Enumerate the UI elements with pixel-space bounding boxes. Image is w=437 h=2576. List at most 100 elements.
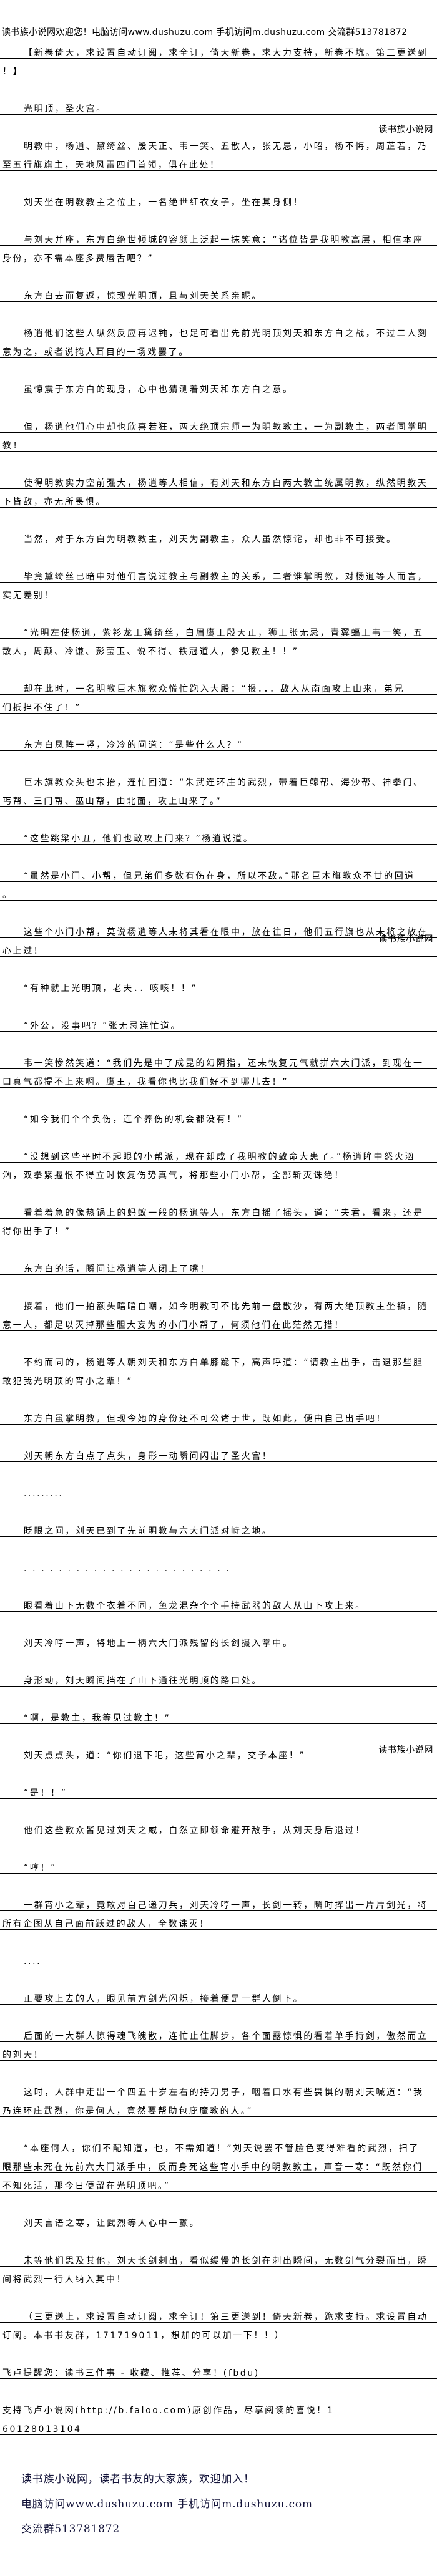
text-line-content: 得你出手了！” [2,1227,71,1237]
text-line-content: ！】 [2,67,24,77]
paragraph: . . . . . . . . . . . . . . . . . . . . … [0,1556,437,1574]
text-line-content: 的刘天！ [2,2050,44,2060]
paragraph: 未等他们思及其他，刘天长剑刺出，看似缓慢的长剑在刺出瞬间，无数剑气分裂而出，瞬间… [0,2248,437,2285]
text-line: “哼！” [0,1855,437,1874]
text-line: 东方白虽掌明教，但现今她的身份还不可公诸于世，既如此，便由自己出手吧！ [0,1406,437,1425]
text-line-content: 韦一笑惨然笑道：“我们先是中了成昆的幻阴指，还未恢复元气就拼六大门派，到现在一 [24,1058,424,1068]
text-line: 所有企图从自己面前跃过的敌人，全数诛灭！ [0,1911,437,1930]
text-line-content: 60128013104 [2,2424,82,2434]
text-line: 意一人，都足以灭掉那些胆大妄为的小门小帮了，何须他们在此茫然无措！ [0,1312,437,1331]
text-line-content: 间将武烈一行人纳入其中！ [2,2275,127,2285]
text-line-content: “虽然是小门、小帮，但兄弟们多数有伤在身，所以不敌。”那名巨木旗教众不甘的回道 [24,871,415,881]
text-line-content: 支持飞卢小说网(http://b.faloo.com)原创作品，尽享阅读的喜悦！… [2,2406,335,2416]
text-line: 敢犯我光明顶的宵小之辈！” [0,1368,437,1387]
text-line-content: 身形动，刘天瞬间挡在了山下通往光明顶的路口处。 [24,1676,262,1686]
text-line: 这时，人群中走出一个四五十岁左右的持刀男子，咽着口水有些畏惧的朝刘天喊道：“我 [0,2080,437,2098]
text-line-content: 眨眼之间，刘天已到了先前明教与六大门派对峙之地。 [24,1526,273,1536]
footer-welcome: 读书族小说网，读者书友的大家族，欢迎加入！ [21,2473,255,2486]
text-line-content: （三更送上，求设置自动订阅，求全订！第三更送到！倚天新卷，跪求支持。求设置自动 [24,2312,428,2322]
paragraph: “哼！” [0,1855,437,1874]
paragraph: 刘天坐在明教教主之位上，一名绝世红衣女子，坐在其身侧！ [0,190,437,208]
text-line: 下皆敌，亦无所畏惧。 [0,489,437,508]
text-line: “啊，是教主，我等见过教主！” [0,1705,437,1724]
text-line: “是！！” [0,1780,437,1799]
text-line: 订阅。本书书友群，171719011，想加的可以加一下！！） [0,2323,437,2341]
paragraph: “虽然是小门、小帮，但兄弟们多数有伤在身，所以不敌。”那名巨木旗教众不甘的回道。 [0,863,437,901]
text-line-content: 这些个小门小帮，莫说杨逍等人未将其看在眼中，放在往日，他们五行旗也从未将之放在 [24,927,428,937]
text-line-content: 意一人，都足以灭掉那些胆大妄为的小门小帮了，何须他们在此茫然无措！ [2,1320,345,1330]
text-line-content: 不约而同的，杨逍等人朝刘天和东方白单膝跪下，高声呼道：“请教主出手，击退那些胆 [24,1358,424,1368]
text-line: 刘天坐在明教教主之位上，一名绝世红衣女子，坐在其身侧！ [0,190,437,208]
text-line: 飞卢提醒您：读书三件事 - 收藏、推荐、分享！(fbdu) [0,2360,437,2379]
paragraph: “没想到这些平时不起眼的小帮派，现在却成了我明教的致命大患了。”杨逍眸中怒火汹汹… [0,1144,437,1181]
text-line-content: 散人，周颠、冷谦、彭莹玉、说不得、铁冠道人，参见教主！！” [2,647,299,657]
text-line: 韦一笑惨然笑道：“我们先是中了成昆的幻阴指，还未恢复元气就拼六大门派，到现在一 [0,1050,437,1069]
text-line: 但，杨逍他们心中却也欣喜若狂，两大绝顶宗师一为明教教主，一为副教主，两者同掌明 [0,414,437,433]
text-line-content: 刘天言语之寒，让武烈等人心中一颤。 [24,2219,200,2229]
text-line-content: .... [24,1957,42,1967]
text-line: 身形动，刘天瞬间挡在了山下通往光明顶的路口处。 [0,1668,437,1687]
text-line-content: 与刘天并座，东方白绝世倾城的容颜上泛起一抹笑意：“诸位皆是我明教高层，相信本座 [24,235,424,245]
paragraph: 一群宵小之辈，竟敢对自己递刀兵，刘天冷哼一声，长剑一转，瞬时挥出一片片剑光，将所… [0,1892,437,1930]
text-line: 身份，亦不需本座多费唇舌吧？” [0,246,437,264]
text-line-content: “这些跳梁小丑，他们也敢攻上门来？”杨逍说道。 [24,834,254,844]
text-line-content: 眼那些未死在先前六大门派手中，反而身死这些宵小手中的明教教主，声音一寒：“既然你… [2,2162,423,2172]
text-line: ......... [0,1481,437,1499]
text-line-content: 实无差别！ [2,591,54,601]
paragraph: 看着着急的像热锅上的蚂蚁一般的杨逍等人，东方白摇了摇头，道：“夫君，看来，还是得… [0,1200,437,1237]
text-line: “这些跳梁小丑，他们也敢攻上门来？”杨逍说道。 [0,826,437,845]
text-line-content: 但，杨逍他们心中却也欣喜若狂，两大绝顶宗师一为明教教主，一为副教主，两者同掌明 [24,422,428,432]
text-line: 正要攻上去的人，眼见前方剑光闪烁，接着便是一群人倒下。 [0,1986,437,2005]
paragraph: 身形动，刘天瞬间挡在了山下通往光明顶的路口处。 [0,1668,437,1687]
text-line-content: 东方白凤眸一竖，冷冷的问道：“是些什么人？” [24,740,243,750]
paragraph: “本座何人，你们不配知道，也，不需知道！”刘天说罢不管脸色变得难看的武烈，扫了眼… [0,2136,437,2192]
text-line-content: 巨木旗教众头也未抬，连忙回道：“朱武连环庄的武烈，带着巨鲸帮、海沙帮、神拳门、 [24,778,424,788]
paragraph: 【新卷倚天，求设置自动订阅，求全订，倚天新卷，求大力支持，新卷不坑。第三更送到 ！… [0,40,437,77]
text-line-content: 正要攻上去的人，眼见前方剑光闪烁，接着便是一群人倒下。 [24,1994,304,2004]
text-line: 汹，双拳紧握恨不得立时恢复伤势真气，将那些小门小帮，全部斩灭诛绝！ [0,1163,437,1181]
paragraph: “啊，是教主，我等见过教主！” [0,1705,437,1724]
text-line: . . . . . . . . . . . . . . . . . . . . … [0,1556,437,1574]
text-line-content: 口真气都提不上来啊。鹰王，我看你也比我们好不到哪儿去！” [2,1077,289,1087]
text-line-content: 明教中，杨逍、黛绮丝、殷天正、韦一笑、五散人，张无忌，小昭，杨不悔，周芷若，乃 [24,142,428,152]
text-line: 心上过！ [0,938,437,957]
text-line: 【新卷倚天，求设置自动订阅，求全订，倚天新卷，求大力支持，新卷不坑。第三更送到 [0,40,437,59]
text-line-content: 至五行旗旗主，天地风雷四门首领，俱在此处！ [2,160,220,170]
text-line-content: 乃连环庄武烈，你是何人，竟然要帮助包庇魔教的人。” [2,2106,253,2116]
text-line: 刘天点点头，道：“你们退下吧，这些宵小之辈，交予本座！” [0,1743,437,1761]
paragraph: “是！！” [0,1780,437,1799]
text-line: 看着着急的像热锅上的蚂蚁一般的杨逍等人，东方白摇了摇头，道：“夫君，看来，还是 [0,1200,437,1219]
paragraph: 明教中，杨逍、黛绮丝、殷天正、韦一笑、五散人，张无忌，小昭，杨不悔，周芷若，乃至… [0,133,437,171]
text-line: 眼那些未死在先前六大门派手中，反而身死这些宵小手中的明教教主，声音一寒：“既然你… [0,2154,437,2173]
text-line-content: 虽惊震于东方白的现身，心中也猜测着刘天和东方白之意。 [24,385,293,395]
text-line: 东方白凤眸一竖，冷冷的问道：“是些什么人？” [0,732,437,751]
text-line: 丐帮、三门帮、巫山帮，由北面，攻上山来了。” [0,788,437,807]
text-line: 当然，对于东方白为明教教主，刘天为副教主，众人虽然惊诧，却也非不可接受。 [0,526,437,545]
text-line: 眼看着山下无数个衣着不同，鱼龙混杂个个手持武器的敌人从山下攻上来。 [0,1593,437,1612]
text-line: 们抵挡不住了！” [0,695,437,714]
text-line-content: 东方白的话，瞬间让杨逍等人闭上了嘴！ [24,1264,210,1274]
text-line-content: 却在此时，一名明教巨木旗教众慌忙跑入大殿：“报．．．敌人从南面攻上山来，弟兄 [24,684,405,694]
text-line-content: 刘天冷哼一声，将地上一柄六大门派残留的长剑摄入掌中。 [24,1639,293,1649]
text-line: 未等他们思及其他，刘天长剑刺出，看似缓慢的长剑在刺出瞬间，无数剑气分裂而出，瞬 [0,2248,437,2267]
text-line-content: 看着着急的像热锅上的蚂蚁一般的杨逍等人，东方白摇了摇头，道：“夫君，看来，还是 [24,1208,424,1218]
site-header-banner: 读书族小说网欢迎您！电脑访问www.dushuzu.com 手机访问m.dush… [2,27,408,37]
text-line-content: 下皆敌，亦无所畏惧。 [2,497,106,507]
text-line-content: 心上过！ [2,946,44,956]
text-line-content: “如今我们个个负伤，连个养伤的机会都没有！” [24,1115,243,1125]
text-line: 使得明教实力空前强大，杨逍等人相信，有刘天和东方白两大教主统属明教，纵然明教天 [0,470,437,489]
text-line: “光明左使杨逍，紫衫龙王黛绮丝，白眉鹰王殷天正，狮王张无忌，青翼蝠王韦一笑，五 [0,620,437,639]
text-line: 东方白去而复返，惊现光明顶，且与刘天关系亲昵。 [0,283,437,302]
site-watermark: 读书族小说网 [378,1745,433,1755]
text-line: 意为之，或者说掩人耳目的一场戏罢了。 [0,339,437,358]
text-line: 散人，周颠、冷谦、彭莹玉、说不得、铁冠道人，参见教主！！” [0,639,437,657]
paragraph: 东方白去而复返，惊现光明顶，且与刘天关系亲昵。 [0,283,437,302]
text-line-content: 一群宵小之辈，竟敢对自己递刀兵，刘天冷哼一声，长剑一转，瞬时挥出一片片剑光，将 [24,1901,428,1910]
text-line: 教！ [0,433,437,452]
text-line: 接着，他们一拍额头暗暗自嘲，如今明教可不比先前一盘散沙，有两大绝顶教主坐镇，随 [0,1294,437,1312]
text-line: 东方白的话，瞬间让杨逍等人闭上了嘴！ [0,1256,437,1275]
paragraph: 刘天冷哼一声，将地上一柄六大门派残留的长剑摄入掌中。 [0,1630,437,1649]
text-line: 不知死活，那今日便留在光明顶吧。” [0,2173,437,2192]
text-line-content: 订阅。本书书友群，171719011，想加的可以加一下！！） [2,2331,285,2341]
paragraph: 飞卢提醒您：读书三件事 - 收藏、推荐、分享！(fbdu) [0,2360,437,2379]
